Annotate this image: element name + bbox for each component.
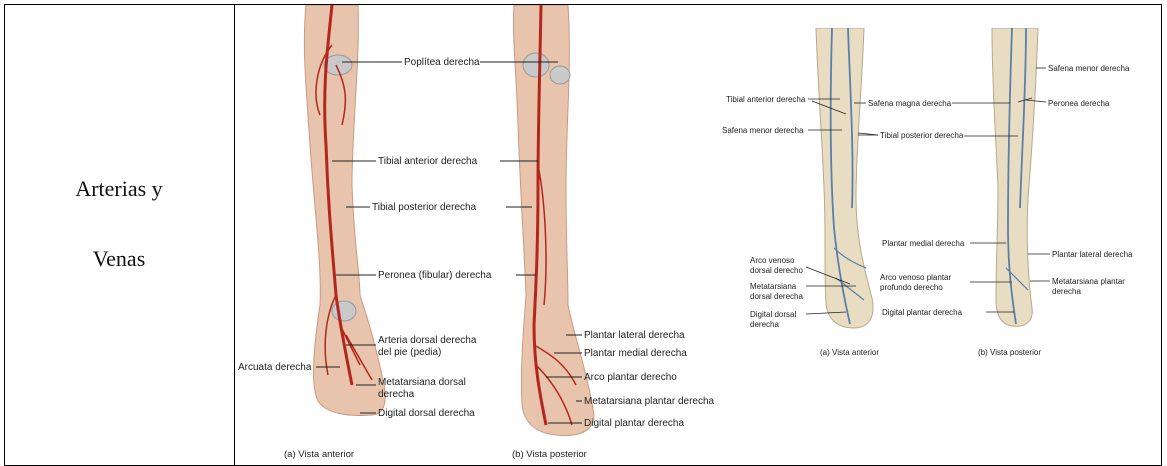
vein-label-digital-dorsal: Digital dorsal: [750, 310, 796, 319]
vein-caption-vista-posterior: (b) Vista posterior: [978, 348, 1041, 357]
vein-label-metatarsiana-plantar: Metatarsiana plantar: [1052, 277, 1125, 286]
label-tibial-anterior: Tibial anterior derecha: [378, 156, 478, 167]
label-metatarsiana-plantar: Metatarsiana plantar derecha: [584, 396, 715, 407]
label-plantar-lateral: Plantar lateral derecha: [584, 330, 685, 341]
vein-label-safena-menor-anterior: Safena menor derecha: [722, 126, 804, 135]
caption-vista-anterior: (a) Vista anterior: [284, 449, 354, 460]
leg-posterior-drawing: [513, 5, 594, 435]
arteries-illustration: Poplítea derecha Tibial anterior derecha…: [236, 5, 716, 463]
vein-label-metatarsiana-dorsal: Metatarsiana: [750, 282, 797, 291]
vein-caption-vista-anterior: (a) Vista anterior: [820, 348, 879, 357]
vein-label-arco-venoso-dorsal: Arco venoso: [750, 256, 795, 265]
vein-label-arco-venoso-dorsal-line2: dorsal derecho: [750, 266, 803, 275]
label-arco-plantar: Arco plantar derecho: [584, 372, 677, 383]
vein-label-plantar-medial: Plantar medial derecha: [882, 239, 965, 248]
vein-label-tibial-posterior: Tibial posterior derecha: [880, 131, 964, 140]
label-poplitea: Poplítea derecha: [404, 57, 480, 68]
label-digital-plantar: Digital plantar derecha: [584, 418, 684, 429]
vein-label-tibial-anterior: Tibial anterior derecha: [726, 95, 806, 104]
label-peronea: Peronea (fibular) derecha: [378, 270, 492, 281]
vein-leg-anterior-drawing: [816, 28, 873, 328]
label-tibial-posterior: Tibial posterior derecha: [372, 202, 477, 213]
label-plantar-medial: Plantar medial derecha: [584, 348, 687, 359]
vein-label-digital-plantar: Digital plantar derecha: [882, 308, 963, 317]
caption-vista-posterior: (b) Vista posterior: [512, 449, 587, 460]
vein-label-arco-venoso-plantar-line2: profundo derecho: [880, 283, 943, 292]
vein-label-metatarsiana-plantar-line2: derecha: [1052, 287, 1081, 296]
vein-label-peronea: Peronea derecha: [1048, 99, 1110, 108]
vein-label-digital-dorsal-line2: derecha: [750, 320, 779, 329]
label-arteria-dorsal-line2: del pie (pedia): [378, 347, 441, 358]
vein-label-metatarsiana-dorsal-line2: dorsal derecha: [750, 292, 803, 301]
veins-illustration: Tibial anterior derecha Safena magna der…: [716, 28, 1156, 368]
label-metatarsiana-dorsal-line2: derecha: [378, 389, 415, 400]
row-label-cell: Arterias y Venas: [4, 4, 234, 464]
label-arteria-dorsal: Arteria dorsal derecha: [378, 335, 477, 346]
vein-label-plantar-lateral: Plantar lateral derecha: [1052, 250, 1133, 259]
column-divider: [234, 4, 235, 466]
row-label-line-2: Venas: [4, 246, 234, 272]
vein-label-safena-magna: Safena magna derecha: [868, 99, 952, 108]
label-metatarsiana-dorsal: Metatarsiana dorsal: [378, 377, 466, 388]
row-label-line-1: Arterias y: [4, 176, 234, 202]
label-arcuata: Arcuata derecha: [238, 362, 312, 373]
vein-label-arco-venoso-plantar: Arco venoso plantar: [880, 273, 951, 282]
vein-label-safena-menor-posterior: Safena menor derecha: [1048, 64, 1130, 73]
label-digital-dorsal: Digital dorsal derecha: [378, 408, 475, 419]
